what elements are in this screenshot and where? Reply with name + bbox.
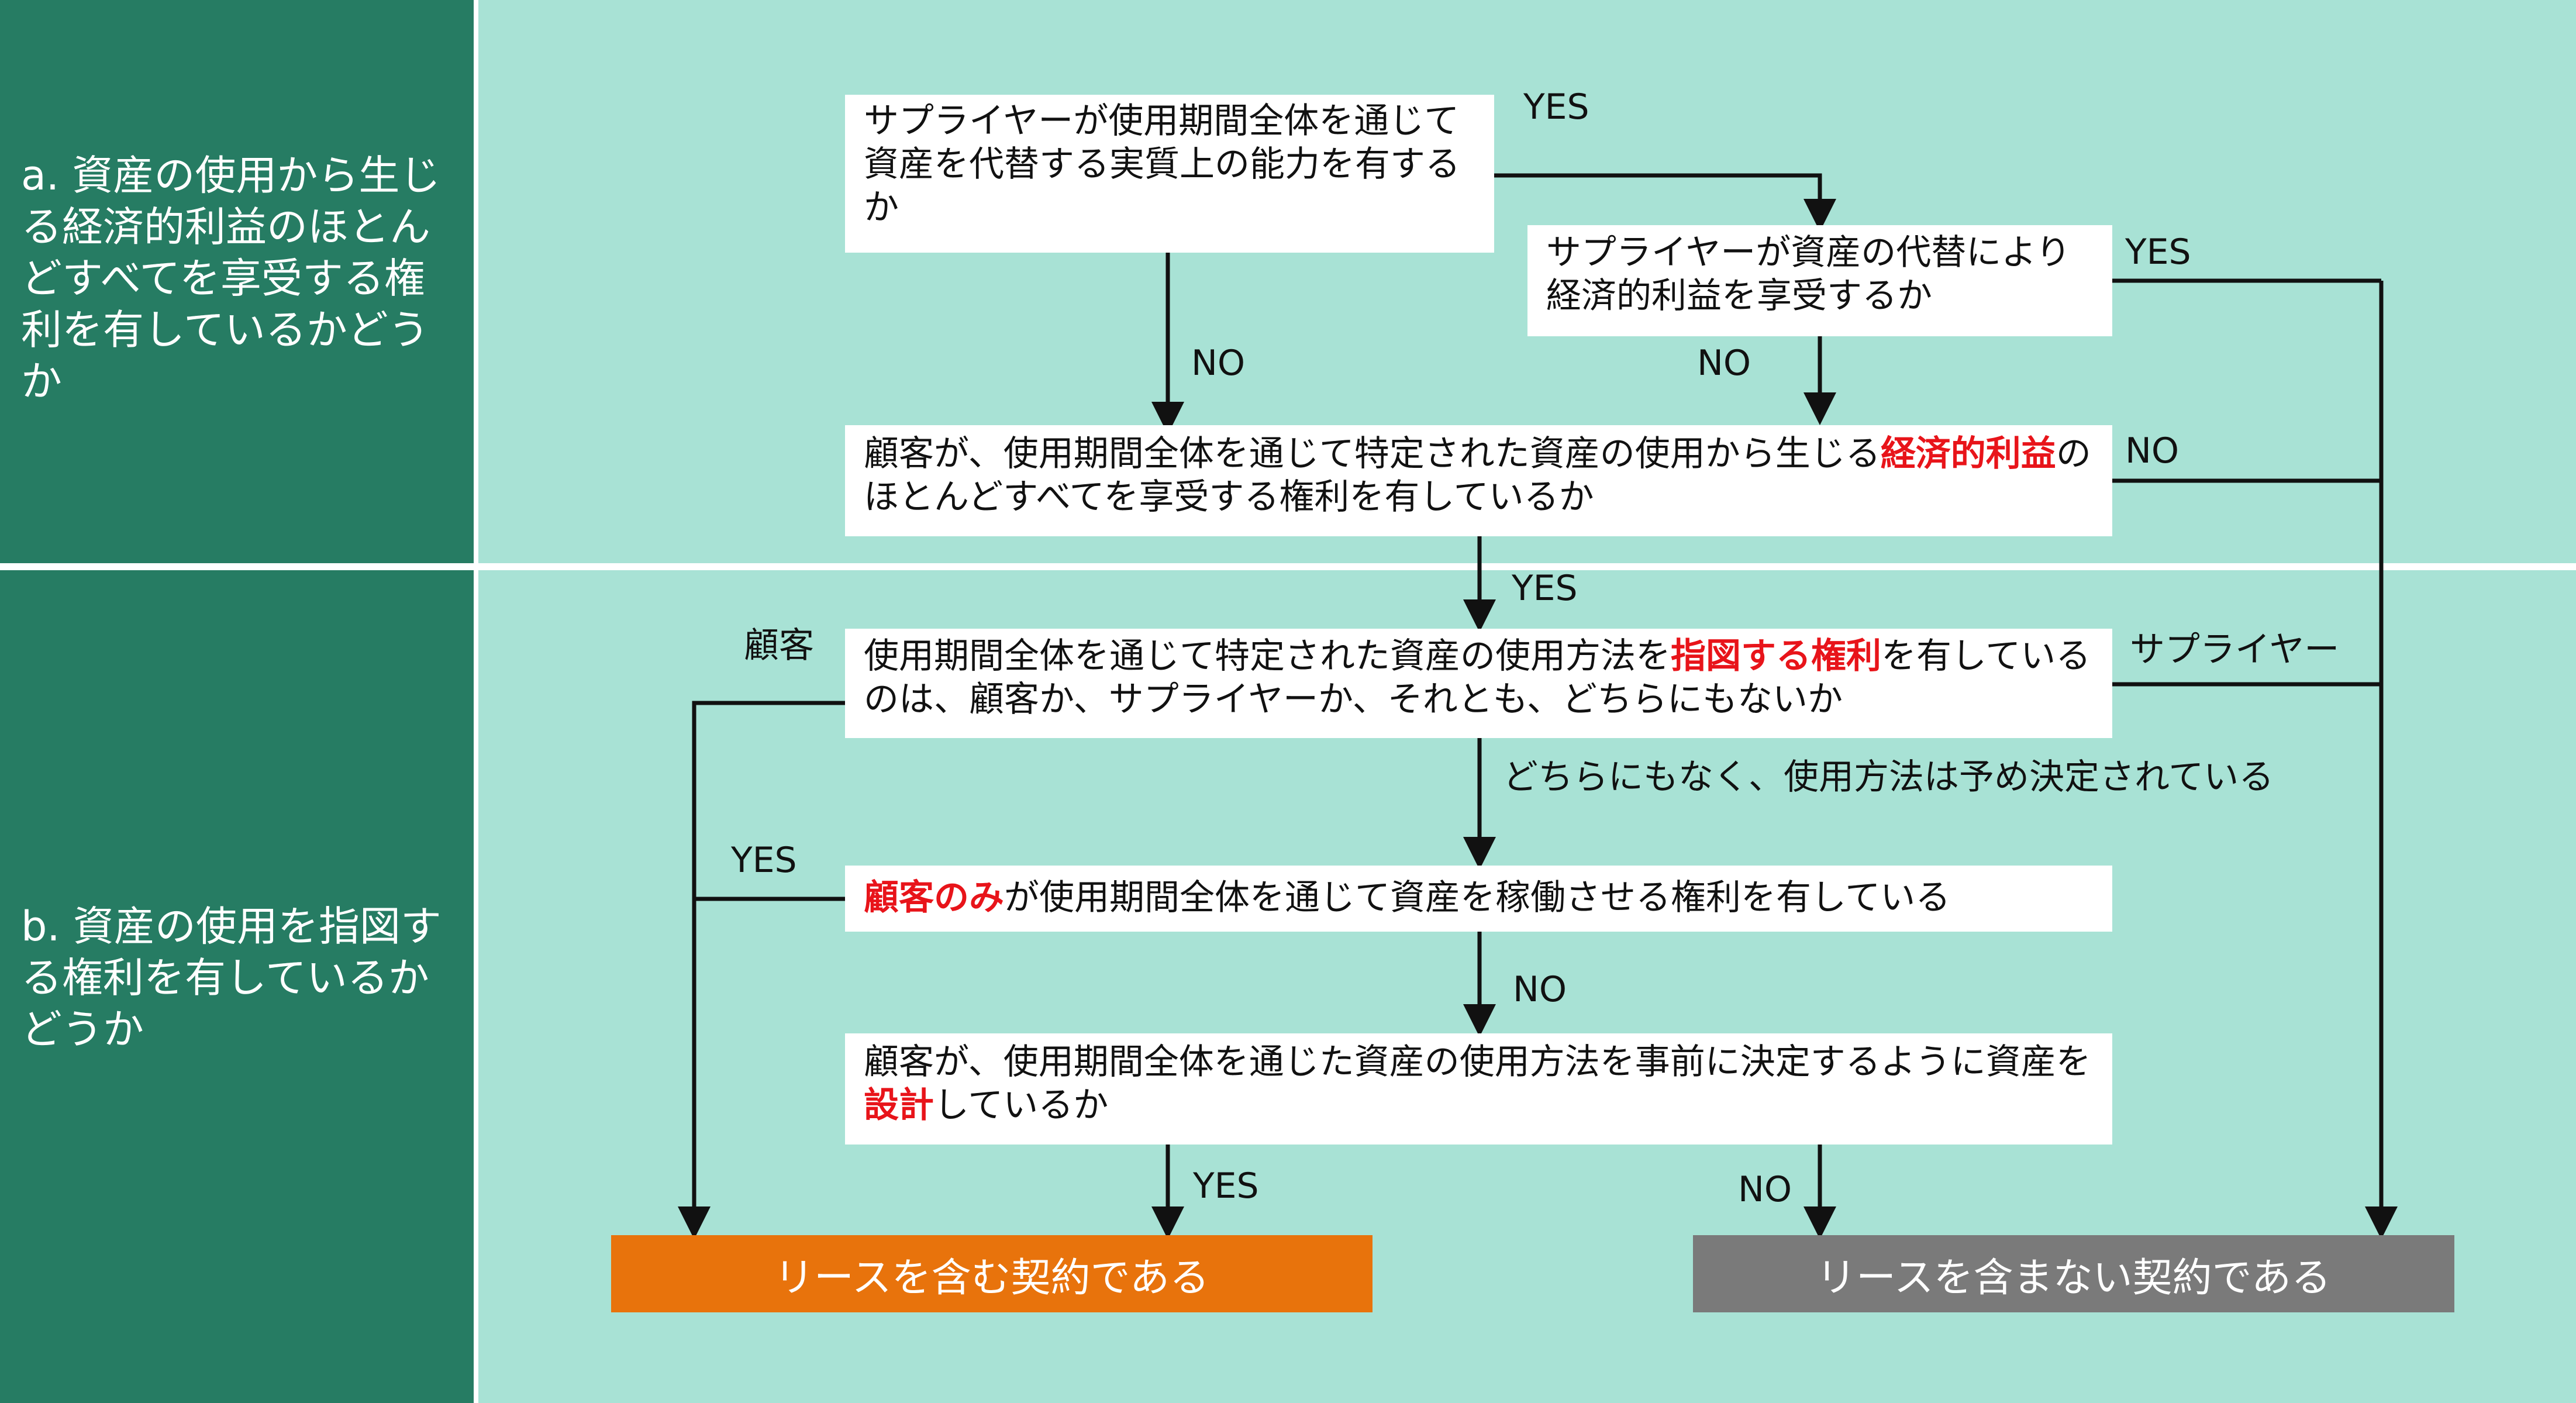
- label-q1-yes: YES: [1523, 87, 1589, 127]
- q5-highlight: 顧客のみ: [864, 877, 1004, 918]
- section-b-header: b. 資産の使用を指図する権利を有しているかどうか: [0, 570, 474, 1403]
- label-q1-no: NO: [1191, 343, 1246, 384]
- q5-text-suffix: が使用期間全体を通じて資産を稼働させる権利を有している: [1004, 877, 1951, 918]
- question-q5: 顧客のみが使用期間全体を通じて資産を稼働させる権利を有している: [845, 866, 2112, 932]
- label-q2-no: NO: [1697, 343, 1751, 384]
- label-q3-no: NO: [2125, 430, 2180, 471]
- section-b-label: b. 資産の使用を指図する権利を有しているかどうか: [21, 902, 442, 1053]
- label-q5-yes: YES: [731, 840, 797, 881]
- q1-text: サプライヤーが使用期間全体を通じて資産を代替する実質上の能力を有するか: [864, 101, 1460, 228]
- q3-highlight: 経済的利益: [1880, 433, 2056, 474]
- question-q1: サプライヤーが使用期間全体を通じて資産を代替する実質上の能力を有するか: [845, 95, 1494, 253]
- q6-text-prefix: 顧客が、使用期間全体を通じた資産の使用方法を事前に決定するように資産を: [864, 1042, 2091, 1083]
- section-a-header: a. 資産の使用から生じる経済的利益のほとんどすべてを享受する権利を有しているか…: [0, 0, 474, 563]
- edge-q1-yes: [1494, 173, 1836, 232]
- label-q6-no: NO: [1738, 1169, 1792, 1210]
- label-q5-no: NO: [1513, 969, 1567, 1010]
- q4-text-prefix: 使用期間全体を通じて特定された資産の使用方法を: [864, 636, 1671, 677]
- q3-text-suffix: のほとんどすべてを享受する権利を有しているか: [864, 433, 2091, 518]
- label-q2-yes: YES: [2125, 232, 2191, 273]
- label-q4-customer: 顧客: [744, 625, 814, 666]
- label-q3-yes: YES: [1512, 568, 1578, 609]
- label-q4-supplier: サプライヤー: [2130, 629, 2340, 670]
- question-q3: 顧客が、使用期間全体を通じて特定された資産の使用から生じる経済的利益のほとんどす…: [845, 425, 2112, 536]
- section-a-label: a. 資産の使用から生じる経済的利益のほとんどすべてを享受する権利を有しているか…: [21, 151, 441, 405]
- edge-q4-customer: [678, 701, 845, 1239]
- q6-highlight: 設計: [864, 1085, 934, 1126]
- result-lease-text: リースを含む契約である: [774, 1254, 1209, 1301]
- label-q4-neither: どちらにもなく、使用方法は予め決定されている: [1503, 757, 2274, 798]
- q4-highlight: 指図する権利: [1671, 636, 1881, 677]
- label-q6-yes: YES: [1193, 1166, 1259, 1206]
- q3-text-prefix: 顧客が、使用期間全体を通じて特定された資産の使用から生じる: [864, 433, 1881, 474]
- question-q2: サプライヤーが資産の代替により経済的利益を享受するか: [1527, 225, 2112, 336]
- q6-text-suffix: しているか: [934, 1085, 1109, 1126]
- result-lease: リースを含む契約である: [611, 1235, 1373, 1312]
- question-q4: 使用期間全体を通じて特定された資産の使用方法を指図する権利を有しているのは、顧客…: [845, 629, 2112, 738]
- q4-text-suffix: を有しているのは、顧客か、サプライヤーか、それとも、どちらにもないか: [864, 636, 2091, 720]
- result-no-lease-text: リースを含まない契約である: [1816, 1254, 2331, 1301]
- q2-text: サプライヤーが資産の代替により経済的利益を享受するか: [1546, 232, 2071, 316]
- question-q6: 顧客が、使用期間全体を通じた資産の使用方法を事前に決定するように資産を設計してい…: [845, 1033, 2112, 1145]
- result-no-lease: リースを含まない契約である: [1693, 1235, 2454, 1312]
